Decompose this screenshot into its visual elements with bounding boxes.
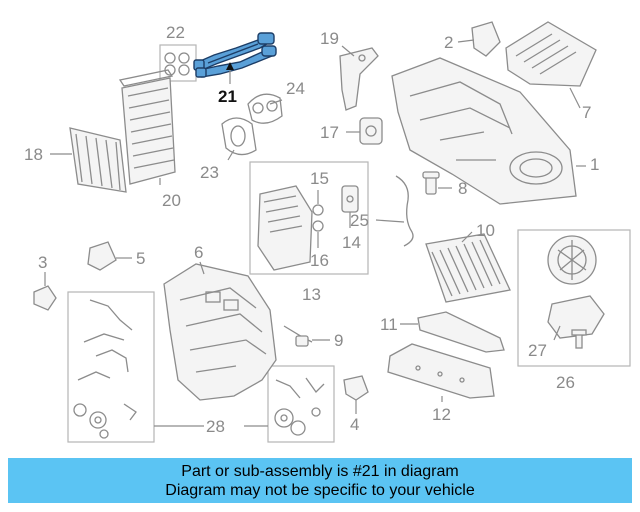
banner-line-disclaimer: Diagram may not be specific to your vehi… <box>165 481 475 499</box>
callout-21: 21 <box>218 87 237 106</box>
callout-25: 25 <box>350 211 369 230</box>
callout-9: 9 <box>334 331 343 350</box>
callout-13: 13 <box>302 285 321 304</box>
part-26-blower-motor[interactable] <box>547 235 605 339</box>
banner-line-part-number: Part or sub-assembly is #21 in diagram <box>181 462 459 480</box>
callout-18: 18 <box>24 145 43 164</box>
arrow-21 <box>226 62 234 70</box>
part-16-grommet[interactable] <box>312 220 324 232</box>
callout-11: 11 <box>380 315 398 334</box>
callout-8: 8 <box>458 179 467 198</box>
callout-23: 23 <box>200 163 219 182</box>
part-8-bolt[interactable] <box>422 171 440 195</box>
callout-2: 2 <box>444 33 453 52</box>
group-box-28-left <box>67 291 155 443</box>
part-12-cover-panel[interactable] <box>387 343 495 399</box>
group-box-22 <box>159 44 197 82</box>
callout-28: 28 <box>206 417 225 436</box>
callout-6: 6 <box>194 243 203 262</box>
callout-7: 7 <box>582 103 591 122</box>
part-13-resistor-box[interactable] <box>257 185 313 271</box>
part-14-sensor[interactable] <box>341 185 359 213</box>
part-17-actuator[interactable] <box>359 117 383 145</box>
callout-3: 3 <box>38 253 47 272</box>
part-11-seal-strip[interactable] <box>417 311 505 353</box>
info-banner: Part or sub-assembly is #21 in diagram D… <box>8 458 632 503</box>
group-box-26 <box>517 229 631 367</box>
callout-5: 5 <box>136 249 145 268</box>
part-7-housing-cover[interactable] <box>505 21 597 87</box>
part-23-seal[interactable] <box>221 117 257 156</box>
part-25-hose[interactable] <box>395 175 414 247</box>
part-28-linkage-kit-b[interactable] <box>274 377 325 436</box>
part-5-sensor[interactable] <box>87 241 117 271</box>
part-28-linkage-kit[interactable] <box>73 299 137 439</box>
callout-16: 16 <box>310 251 329 270</box>
callout-22: 22 <box>166 23 185 42</box>
callout-20: 20 <box>162 191 181 210</box>
callout-17: 17 <box>320 123 339 142</box>
callout-12: 12 <box>432 405 451 424</box>
callout-27: 27 <box>528 341 547 360</box>
part-27-screw[interactable] <box>571 329 587 349</box>
part-9-actuator-rod[interactable] <box>283 325 313 347</box>
part-6-lower-housing[interactable] <box>163 263 277 401</box>
group-box-13 <box>249 161 369 275</box>
part-4-sensor[interactable] <box>343 375 369 401</box>
callout-1: 1 <box>590 155 599 174</box>
part-3-bracket[interactable] <box>33 285 57 311</box>
callout-15: 15 <box>310 169 329 188</box>
part-1-hvac-housing[interactable] <box>391 57 577 205</box>
part-20-heater-core[interactable] <box>118 69 176 185</box>
group-box-28-right <box>267 365 335 443</box>
callout-10: 10 <box>476 221 495 240</box>
part-21-heater-core-pipes[interactable] <box>193 32 277 78</box>
part-2-sensor[interactable] <box>471 21 501 57</box>
callout-24: 24 <box>286 79 305 98</box>
part-18-evaporator[interactable] <box>69 127 127 193</box>
part-19-bracket[interactable] <box>339 47 379 111</box>
callout-19: 19 <box>320 29 339 48</box>
part-15-grommet[interactable] <box>312 204 324 216</box>
callout-26: 26 <box>556 373 575 392</box>
callout-14: 14 <box>342 233 361 252</box>
part-10-cabin-filter[interactable] <box>425 233 511 303</box>
part-24-seal[interactable] <box>247 93 283 124</box>
callout-4: 4 <box>350 415 359 434</box>
